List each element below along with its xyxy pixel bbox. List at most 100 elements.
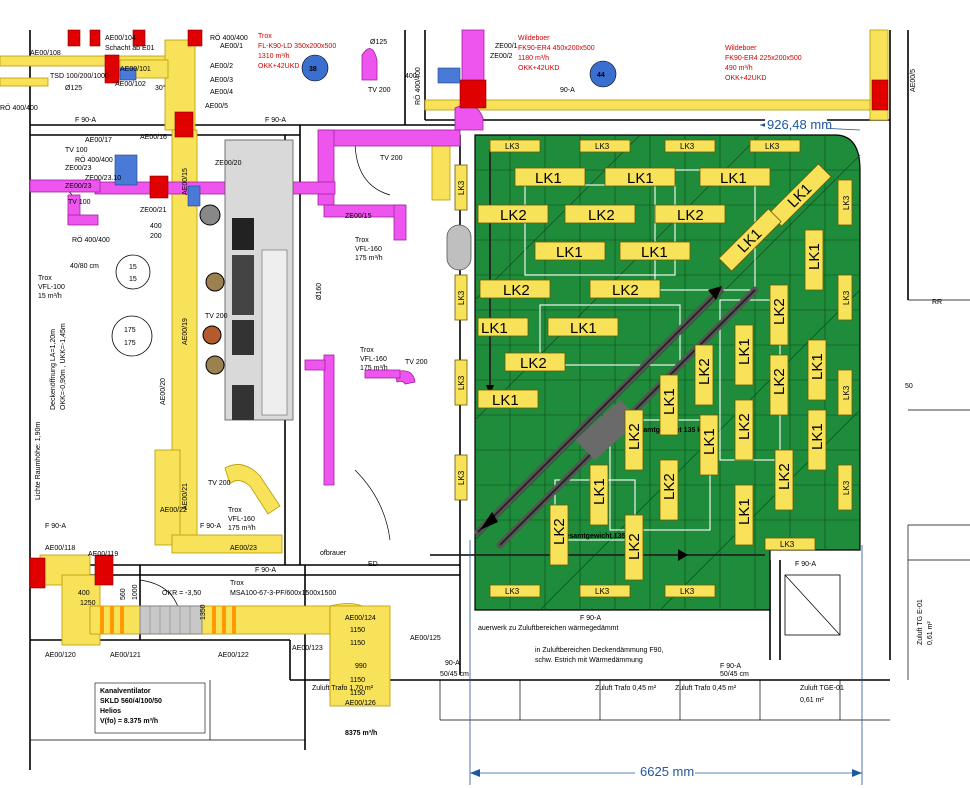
label-ze00-23-10: ZE00/23.10 bbox=[85, 175, 121, 182]
label-decken-2: OKK=-0,90m , UKK=-1,45m bbox=[60, 323, 67, 410]
lk2-label: LK2 bbox=[696, 358, 713, 385]
trox-msa-2: MSA100-67-3-PF/600x1500x1500 bbox=[230, 590, 336, 597]
lk2-label: LK2 bbox=[661, 473, 678, 500]
lk2-label: LK2 bbox=[551, 518, 568, 545]
trox-msa-1: Trox bbox=[230, 580, 244, 587]
wb-mid-2: FK90-ER4 450x200x500 bbox=[518, 45, 595, 52]
trox-vfl-c-3: 175 m³/h bbox=[228, 525, 256, 532]
kanal-3: Helios bbox=[100, 708, 121, 715]
label-tv200-a: TV 200 bbox=[368, 87, 391, 94]
lk1-label: LK1 bbox=[641, 244, 668, 261]
lk2-label: LK2 bbox=[612, 282, 639, 299]
label-ae00-5: AE00/5 bbox=[205, 103, 228, 110]
lk1-label: LK1 bbox=[661, 388, 678, 415]
label-tv100: TV 100 bbox=[65, 147, 88, 154]
label-1150b: 1150 bbox=[350, 640, 365, 647]
label-1000: 1000 bbox=[132, 584, 139, 600]
annotation-labels: AE00/108 AE00/104 Schacht ab E01 AE00/1 … bbox=[0, 33, 942, 737]
lk3-label: LK3 bbox=[457, 290, 466, 305]
lk2-label: LK2 bbox=[500, 207, 527, 224]
room-tag-38: 38 bbox=[309, 66, 317, 73]
label-450: 400 bbox=[405, 73, 417, 80]
trox-vfl-d-1: Trox bbox=[38, 275, 52, 282]
trox-vfl-a-3: 175 m³/h bbox=[355, 255, 383, 262]
label-ae00-19: AE00/19 bbox=[182, 318, 189, 345]
label-ro-400-vert: RÖ 400/400 bbox=[414, 67, 422, 105]
dimension-diagonal: 926,48 mm bbox=[767, 117, 832, 132]
wb-mid-3: 1180 m³/h bbox=[518, 55, 549, 62]
trox-top-4: OKK+42UKD bbox=[258, 63, 299, 70]
note-2: in Zuluftbereichen Deckendämmung F90, bbox=[535, 647, 663, 654]
lk3-label: LK3 bbox=[780, 540, 795, 549]
label-40-80: 40/80 cm bbox=[70, 263, 99, 270]
label-30deg: 30° bbox=[155, 84, 166, 92]
label-ae00-20: AE00/20 bbox=[160, 378, 167, 405]
kanal-4: V(fo) = 8.375 m³/h bbox=[100, 718, 158, 725]
lk1-label: LK1 bbox=[556, 244, 583, 261]
label-ae00-5-right: AE00/5 bbox=[910, 69, 917, 92]
label-n400: 400 bbox=[150, 223, 162, 230]
lk3-label: LK3 bbox=[595, 587, 610, 596]
label-n200: 200 bbox=[150, 233, 162, 240]
label-ae00-124: AE00/124 bbox=[345, 615, 376, 622]
trox-vfl-b-1: Trox bbox=[360, 347, 374, 354]
label-tsd: TSD 100/200/1000 bbox=[50, 73, 109, 80]
trox-top-3: 1310 m³/h bbox=[258, 53, 290, 60]
label-90a: 90-A bbox=[445, 660, 460, 667]
tge-v1: Zuluft TG E-01 bbox=[917, 599, 924, 645]
label-8375: 8375 m³/h bbox=[345, 730, 377, 737]
lk2-label: LK2 bbox=[677, 207, 704, 224]
label-ae00-102: AE00/102 bbox=[115, 81, 146, 88]
label-ae00-2: AE00/2 bbox=[210, 63, 233, 70]
equipment-rack bbox=[199, 139, 294, 421]
label-ae00-4: AE00/4 bbox=[210, 89, 233, 96]
wb-right-1: Wildeboer bbox=[725, 45, 757, 52]
label-ro-400-c: RÖ 400/400 bbox=[72, 236, 110, 244]
label-decken-1: Deckenöffnung LA=1,20m bbox=[50, 329, 57, 410]
label-ze00-23-a: ZE00/23 bbox=[65, 165, 92, 172]
lk1-label: LK1 bbox=[720, 170, 747, 187]
label-lichte: Lichte Raumhöhe: 1,90m bbox=[35, 422, 42, 500]
label-ae00-119: AE00/119 bbox=[88, 551, 118, 558]
label-1250: 1250 bbox=[80, 600, 96, 607]
label-ze00-15: ZE00/15 bbox=[345, 213, 372, 220]
lk2-label: LK2 bbox=[771, 368, 788, 395]
trox-top-1: Trox bbox=[258, 33, 272, 40]
trox-top-2: FL-K90-LD 350x200x500 bbox=[258, 43, 336, 50]
lk3-label: LK3 bbox=[457, 470, 466, 485]
lk3-label: LK3 bbox=[457, 375, 466, 390]
room-tag-175: 175 bbox=[124, 327, 136, 334]
trox-vfl-b-2: VFL-160 bbox=[360, 356, 387, 363]
lk2-label: LK2 bbox=[520, 355, 547, 372]
lk2-label: LK2 bbox=[771, 298, 788, 325]
blue-units bbox=[114, 67, 461, 207]
lk1-label: LK1 bbox=[736, 338, 753, 365]
label-f90a-7: F 90-A bbox=[580, 615, 601, 622]
trox-vfl-d-2: VFL-100 bbox=[38, 284, 65, 291]
label-ze00-21: ZE00/21 bbox=[140, 207, 167, 214]
lk3-label: LK3 bbox=[842, 480, 851, 495]
label-ae00-1: AE00/1 bbox=[220, 43, 243, 50]
lk1-label: LK1 bbox=[591, 478, 608, 505]
label-ze00-2: ZE00/2 bbox=[490, 53, 513, 60]
zuluft-45b: Zuluft Trafo 0,45 m² bbox=[675, 685, 737, 692]
wb-right-3: 490 m³/h bbox=[725, 65, 753, 72]
label-ze00-23: ZE00/23 bbox=[65, 183, 92, 190]
label-ofbrauer: ofbrauer bbox=[320, 550, 347, 557]
label-ae00-22: AE00/22 bbox=[160, 507, 187, 514]
label-schacht: Schacht ab E01 bbox=[105, 45, 155, 52]
label-1150a: 1150 bbox=[350, 627, 365, 634]
label-ae00-125: AE00/125 bbox=[410, 635, 441, 642]
label-tv200-c: TV 200 bbox=[405, 359, 428, 366]
trox-vfl-b-3: 175 m³/h bbox=[360, 365, 388, 372]
tge-v2: 0,61 m² bbox=[927, 621, 934, 645]
lk3-label: LK3 bbox=[842, 290, 851, 305]
lk2-label: LK2 bbox=[776, 463, 793, 490]
lk3-label: LK3 bbox=[595, 142, 610, 151]
label-1350: 1350 bbox=[200, 604, 207, 620]
kanal-1: Kanalventilator bbox=[100, 688, 151, 695]
label-ze00-1: ZE00/1 bbox=[495, 43, 518, 50]
trox-vfl-c-2: VFL-160 bbox=[228, 516, 255, 523]
lk1-label: LK1 bbox=[736, 498, 753, 525]
fire-dampers bbox=[29, 29, 889, 589]
